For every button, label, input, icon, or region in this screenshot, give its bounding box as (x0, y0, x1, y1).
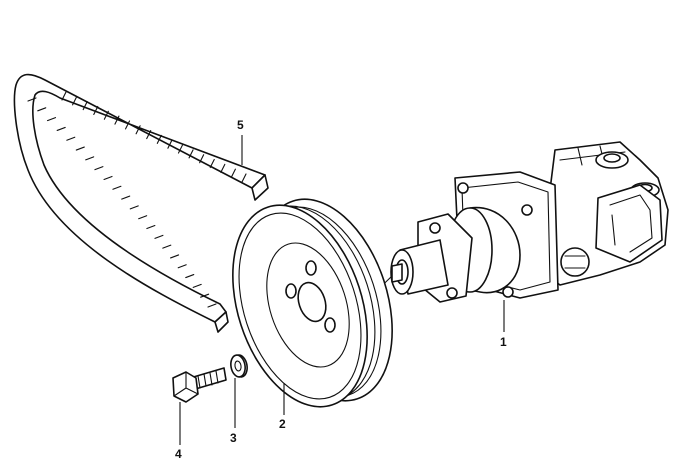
callout-2: 2 (279, 417, 286, 431)
callout-1: 1 (500, 335, 507, 349)
drive-belt[interactable] (13, 73, 269, 333)
bolt[interactable] (172, 367, 227, 403)
pulley[interactable] (209, 182, 416, 424)
callout-3: 3 (230, 431, 237, 445)
callout-4: 4 (175, 447, 182, 461)
callout-5: 5 (237, 118, 244, 132)
leader-lines (179, 135, 505, 445)
power-steering-pump[interactable] (390, 141, 669, 303)
washer[interactable] (229, 354, 249, 378)
